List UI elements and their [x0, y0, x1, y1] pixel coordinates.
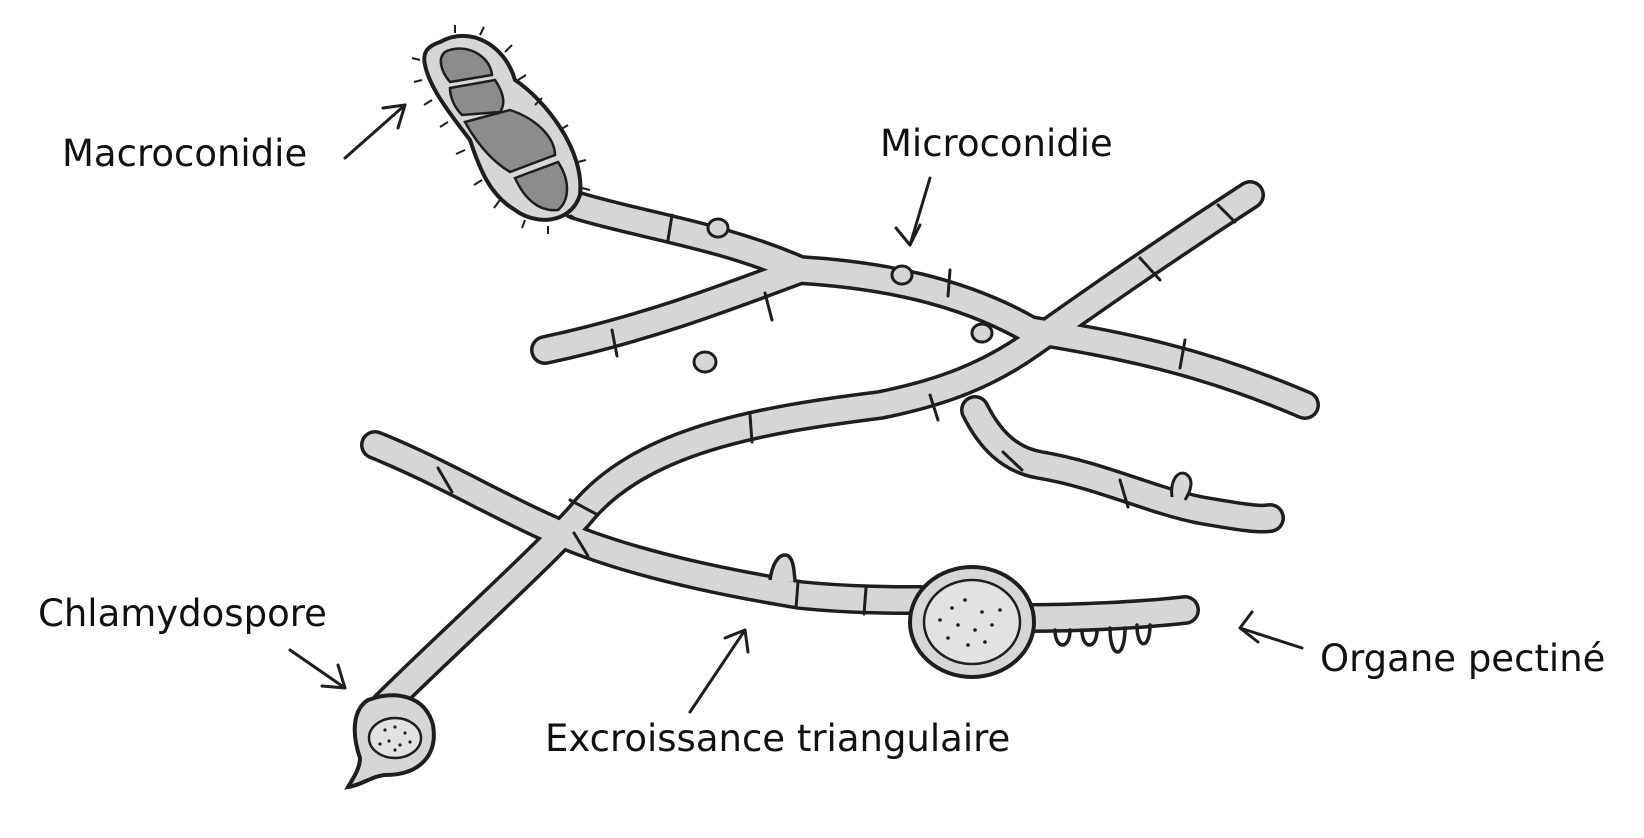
macroconidium	[411, 25, 591, 234]
chlamydospore-intercalary	[908, 565, 1036, 679]
annotation-arrows	[288, 103, 1304, 714]
label-macroconidie: Macroconidie	[62, 132, 308, 175]
arrow-microconidie	[894, 176, 932, 247]
triangular-outgrowth	[768, 553, 797, 583]
label-excroissance: Excroissance triangulaire	[545, 717, 1011, 760]
microconidia	[692, 217, 994, 374]
branch-outgrowth	[1170, 471, 1193, 501]
pectinate-organ	[1053, 623, 1152, 654]
label-chlamydospore: Chlamydospore	[38, 592, 327, 635]
septa	[436, 203, 1237, 616]
arrow-macroconidie	[343, 103, 407, 160]
label-organe: Organe pectiné	[1320, 637, 1606, 680]
arrow-excroissance	[688, 628, 750, 714]
chlamydospore-terminal	[344, 693, 436, 790]
arrow-organe	[1238, 610, 1304, 650]
label-microconidie: Microconidie	[880, 122, 1113, 165]
hyphae-fill	[363, 183, 1317, 717]
arrow-chlamydospore	[288, 648, 347, 690]
